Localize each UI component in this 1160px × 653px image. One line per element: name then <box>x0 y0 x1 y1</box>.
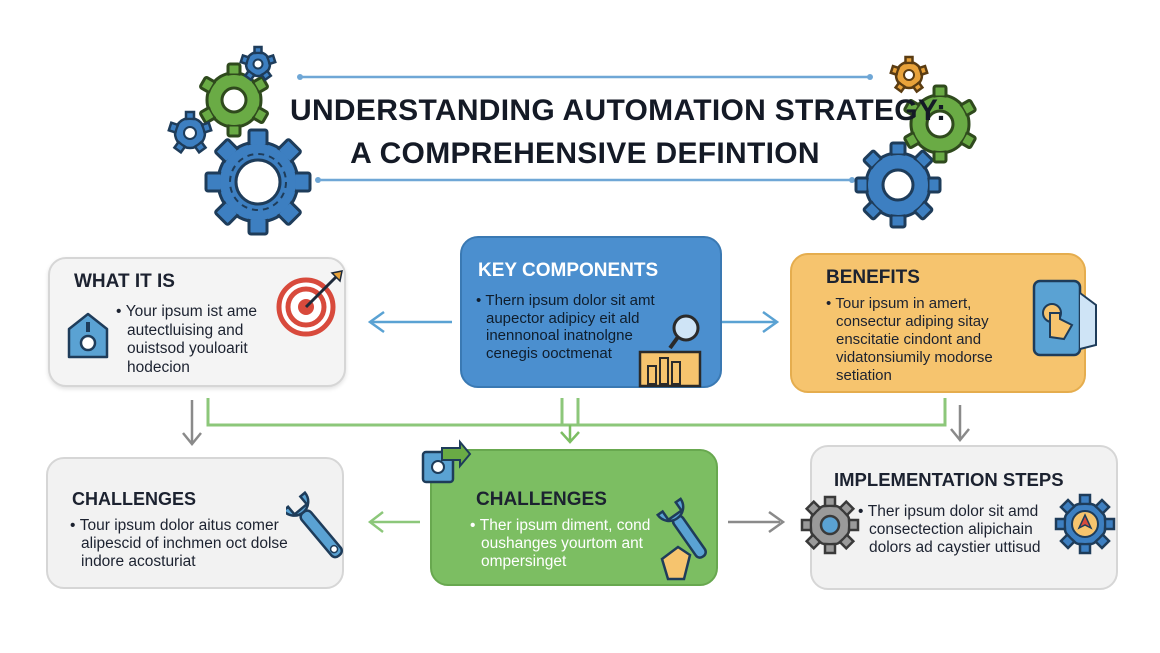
card-title: CHALLENGES <box>476 489 607 510</box>
gear-icon <box>204 128 312 236</box>
target-icon <box>276 270 343 337</box>
body-line: Your ipsum ist ame <box>116 303 257 322</box>
card-benefits: BENEFITS Tour ipsum in amert, consectur … <box>790 253 1097 393</box>
body-line: Tour ipsum in amert, <box>826 295 993 313</box>
warning-house-icon <box>67 312 109 359</box>
body-line: Tour ipsum dolor aitus comer <box>70 517 288 535</box>
card-body: Tour ipsum dolor aitus comer alipescid o… <box>70 517 288 571</box>
body-line: Ther ipsum dolor sit amd <box>858 503 1040 521</box>
body-line: cenegis ooctmenat <box>486 344 612 362</box>
card-challenges-left: CHALLENGES Tour ipsum dolor aitus comer … <box>46 457 344 589</box>
wrench-hand-icon <box>655 497 707 581</box>
body-line: Thern ipsum dolor sit amt <box>476 292 654 310</box>
body-line: ouistsod youloarit <box>127 340 248 357</box>
card-body: Ther ipsum diment, cond oushanges yourto… <box>470 517 651 571</box>
body-line: dolors ad caystier uttisud <box>869 539 1041 556</box>
gear-rocket-icon <box>1054 493 1116 555</box>
body-line: oushanges yourtom ant <box>481 535 643 552</box>
card-title: IMPLEMENTATION STEPS <box>834 469 1064 490</box>
body-line: Ther ipsum diment, cond <box>470 517 651 535</box>
body-line: ompersinget <box>481 553 567 570</box>
card-title: CHALLENGES <box>72 489 197 509</box>
tablet-tap-icon <box>1032 279 1097 357</box>
gear-icon <box>167 110 213 155</box>
card-body: Your ipsum ist ame autectluising and oui… <box>116 303 257 377</box>
card-body: Tour ipsum in amert, consectur adiping s… <box>826 295 993 385</box>
gear-icon <box>800 495 860 555</box>
card-body: Ther ipsum dolor sit amd consectection a… <box>858 503 1041 557</box>
arrow-to-benefits <box>722 310 780 334</box>
card-body: Thern ipsum dolor sit amt aupector adipi… <box>476 292 654 362</box>
title-divider-top <box>297 74 873 80</box>
page-title: UNDERSTANDING AUTOMATION STRATEGY: <box>290 94 947 127</box>
gear-cluster-left <box>167 45 312 236</box>
page-subtitle: A COMPREHENSIVE DEFINTION <box>350 137 820 170</box>
arrow-down-center <box>560 425 580 444</box>
gear-icon <box>889 55 929 94</box>
connector-network <box>206 398 947 427</box>
box-arrow-icon <box>421 439 472 484</box>
arrow-to-challenges-left <box>367 511 420 533</box>
gear-icon <box>199 62 269 138</box>
body-line: consectection alipichain <box>869 521 1033 538</box>
bar-chart-magnifier-icon <box>638 314 702 388</box>
gear-cluster-right <box>854 55 977 229</box>
body-line: vidatonsiumily modorse <box>836 349 993 366</box>
body-line: indore acosturiat <box>81 553 196 570</box>
gear-icon <box>854 141 942 229</box>
body-line: enscitatie cindont and <box>836 331 982 348</box>
body-line: alipescid of inchmen oct dolse <box>81 535 288 552</box>
body-line: hodecion <box>127 358 190 376</box>
body-line: autectluising and <box>127 321 244 339</box>
arrow-down-right <box>950 405 970 442</box>
card-implementation-steps: IMPLEMENTATION STEPS Ther ipsum dolor si… <box>800 445 1118 590</box>
gear-icon <box>903 84 977 164</box>
card-key-components: KEY COMPONENTS Thern ipsum dolor sit amt… <box>460 236 722 388</box>
wrench-icon <box>286 490 344 559</box>
body-line: inennonoal inatnolgne <box>486 327 633 344</box>
title-divider-bottom <box>315 177 855 183</box>
card-challenges-center: CHALLENGES Ther ipsum diment, cond ousha… <box>430 449 718 586</box>
body-line: consectur adiping sitay <box>836 313 989 330</box>
card-title: WHAT IT IS <box>74 271 175 292</box>
card-what-it-is: WHAT IT IS Your ipsum ist ame autectluis… <box>48 257 346 387</box>
arrow-to-what-it-is <box>367 310 452 334</box>
body-line: aupector adipicy eit ald <box>486 309 640 327</box>
body-line: setiation <box>836 367 892 384</box>
gear-icon <box>239 45 277 82</box>
card-title: KEY COMPONENTS <box>478 260 659 281</box>
arrow-down-left <box>182 400 202 446</box>
card-title: BENEFITS <box>826 267 920 288</box>
arrow-to-implementation <box>728 510 786 534</box>
